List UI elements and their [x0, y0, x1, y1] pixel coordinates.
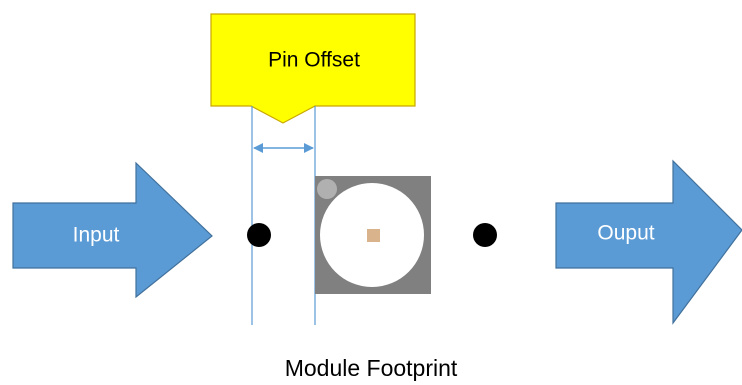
output-pin — [473, 223, 497, 247]
output-label: Ouput — [597, 222, 654, 245]
module-footprint-caption: Module Footprint — [285, 355, 458, 381]
dimension-guides — [251, 106, 316, 325]
output-arrow: Ouput — [555, 159, 742, 325]
input-arrow: Input — [12, 161, 213, 299]
pin1-indicator — [317, 179, 337, 199]
pin-offset-callout: Pin Offset — [210, 13, 416, 124]
input-pin — [247, 223, 271, 247]
input-label: Input — [73, 224, 120, 247]
module-footprint — [315, 176, 431, 294]
output-arrow-shape — [555, 159, 742, 325]
callout-shape — [210, 13, 416, 124]
input-arrow-shape — [12, 161, 213, 299]
callout-label: Pin Offset — [268, 49, 360, 72]
footprint-center-marker — [367, 229, 380, 242]
